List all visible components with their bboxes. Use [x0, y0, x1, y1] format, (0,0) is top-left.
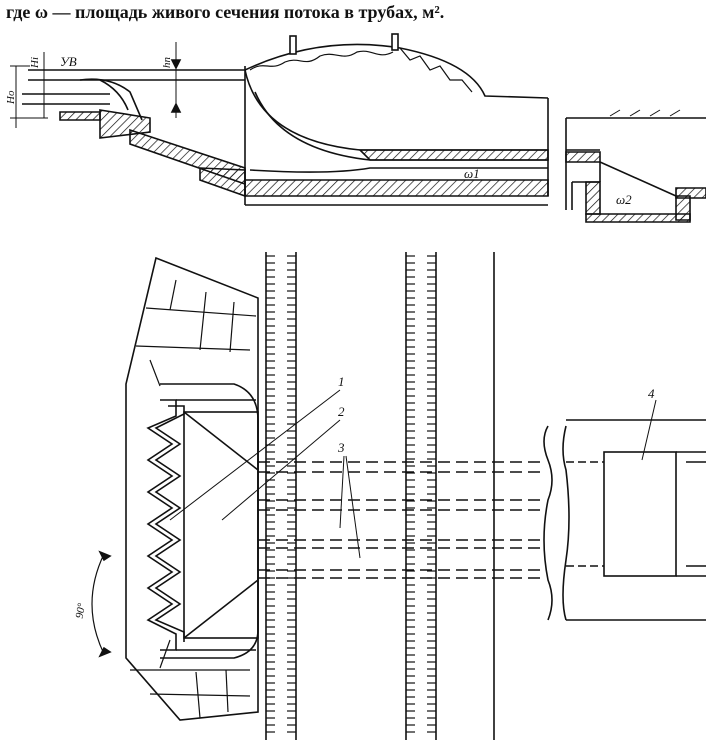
callout-2: 2 [338, 404, 345, 419]
label-hi: Hi [29, 57, 41, 69]
plan-view [91, 252, 706, 740]
wall-hatching [266, 255, 436, 733]
longitudinal-section [10, 33, 549, 206]
cross-section [565, 109, 706, 223]
label-omega-2: ω2 [616, 192, 632, 207]
formula-caption: где ω — площадь живого сечения потока в … [6, 2, 445, 22]
callout-1: 1 [338, 374, 345, 389]
callout-4: 4 [648, 386, 655, 401]
callout-3: 3 [337, 440, 345, 455]
label-omega-1: ω1 [464, 166, 480, 181]
label-upstream-level: УВ [60, 54, 77, 69]
label-hn: hn [161, 57, 173, 69]
label-ho: Ho [5, 90, 17, 105]
angle-label: 90° [74, 602, 89, 620]
